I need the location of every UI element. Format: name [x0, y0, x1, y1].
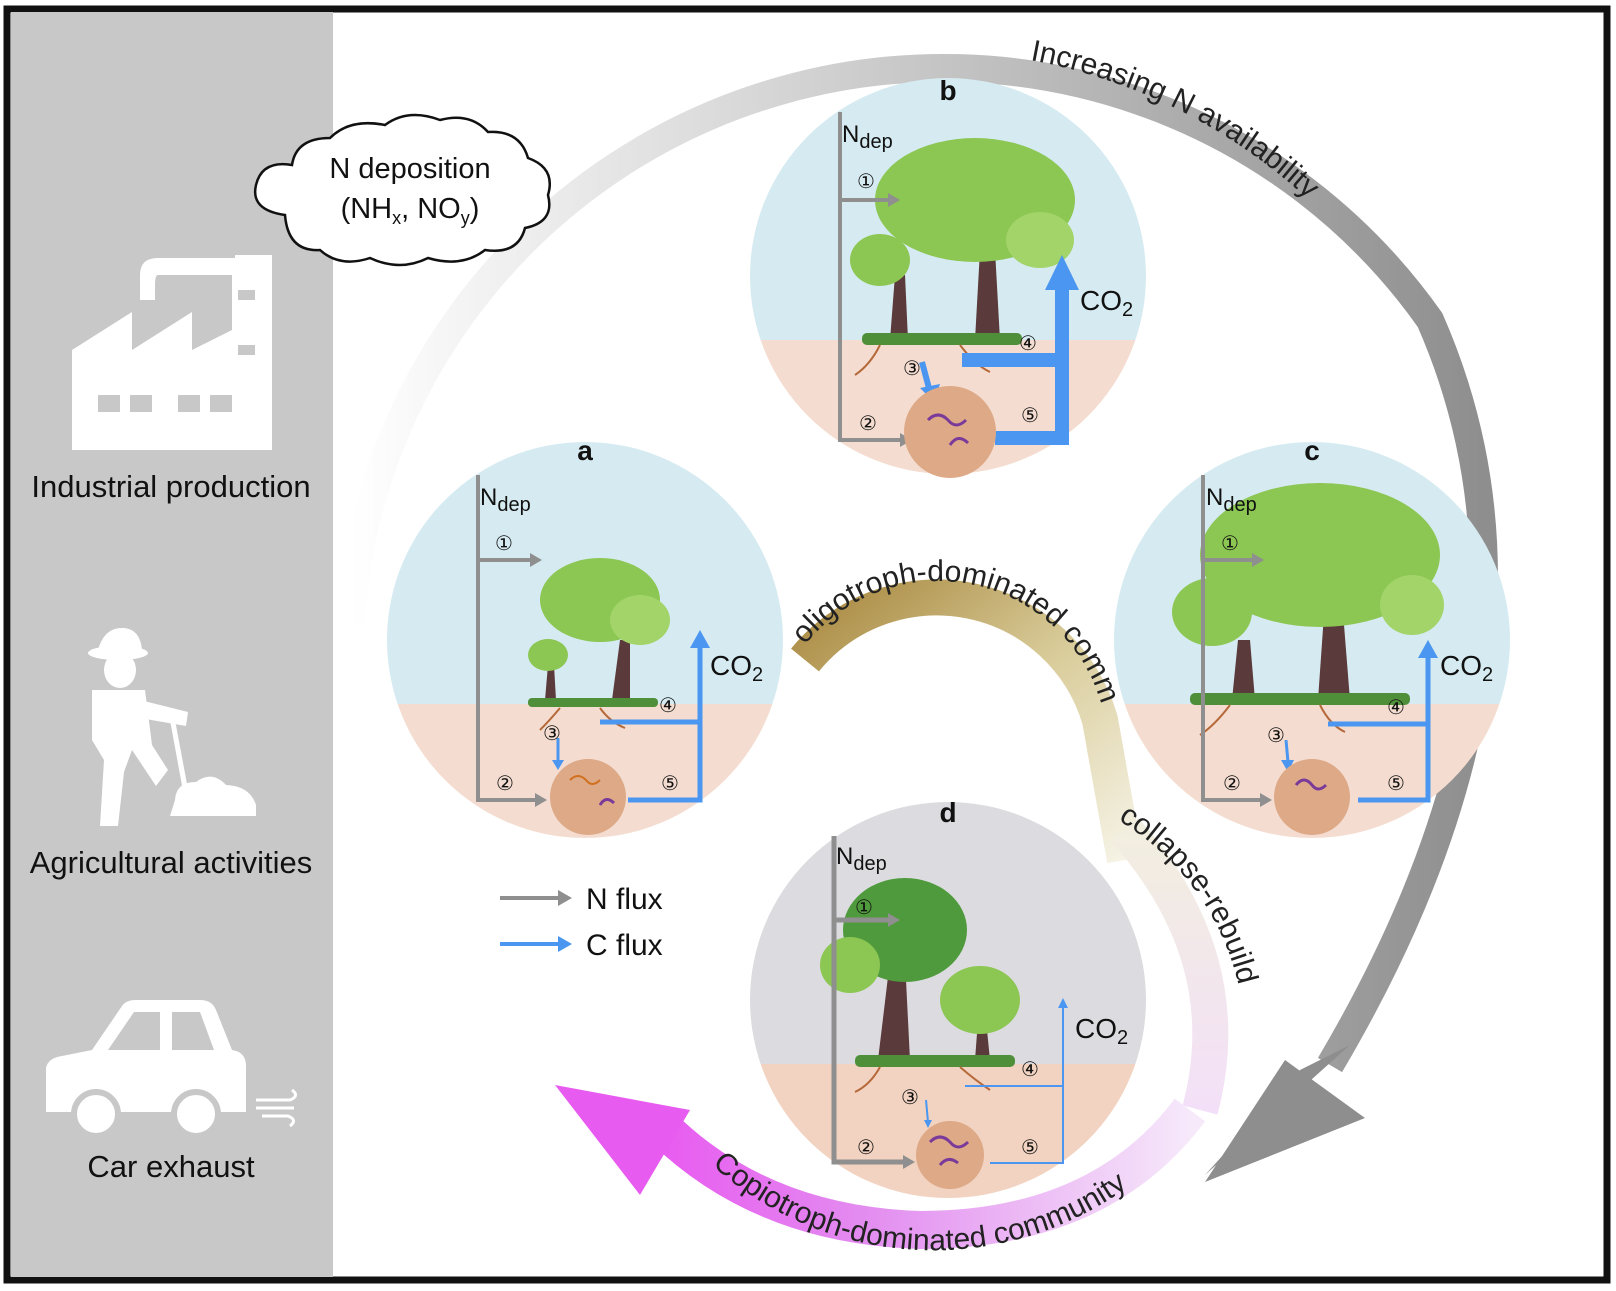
collapse-band	[1111, 818, 1229, 1115]
co2-label-a: CO2	[710, 650, 763, 686]
ndep-label-d: Ndep	[836, 843, 887, 875]
source-label-agricultural: Agricultural activities	[30, 845, 313, 880]
legend-n-flux: N flux	[586, 883, 663, 916]
oligotroph-band	[791, 579, 1143, 864]
step-3-c: ③	[1267, 725, 1285, 747]
step-3-d: ③	[901, 1087, 919, 1109]
step-5-b: ⑤	[1021, 405, 1039, 427]
n-deposition-cloud: N deposition (NHx, NOy)	[253, 113, 551, 267]
cloud-line-2: (NHx, NOy)	[341, 193, 480, 228]
trees-c	[1172, 483, 1444, 736]
step-3-a: ③	[543, 723, 561, 745]
co2-label-b: CO2	[1080, 285, 1133, 321]
step-4-a: ④	[659, 695, 677, 717]
step-1-a: ①	[495, 533, 513, 555]
copiotroph-band	[646, 1098, 1206, 1250]
car-icon	[46, 1000, 297, 1139]
copiotroph-arrowhead	[555, 1085, 690, 1195]
step-5-d: ⑤	[1021, 1137, 1039, 1159]
step-4-c: ④	[1387, 697, 1405, 719]
trees-d	[820, 878, 1020, 1093]
n-flux-trunk-a	[476, 475, 535, 802]
trees-a	[528, 558, 670, 731]
step-2-b: ②	[859, 413, 877, 435]
legend: N flux C flux	[500, 883, 663, 962]
step-4-b: ④	[1019, 333, 1037, 355]
co2-label-d: CO2	[1075, 1013, 1128, 1049]
step-1-c: ①	[1221, 533, 1239, 555]
panel-letter-c: c	[1304, 435, 1320, 466]
step-2-d: ②	[857, 1137, 875, 1159]
farmer-icon	[88, 628, 256, 826]
ndep-label-c: Ndep	[1206, 484, 1257, 516]
panel-letter-b: b	[939, 75, 956, 106]
co2-label-c: CO2	[1440, 650, 1493, 686]
legend-c-flux: C flux	[586, 929, 663, 962]
factory-icon	[72, 255, 272, 450]
step-4-d: ④	[1021, 1059, 1039, 1081]
step-5-a: ⑤	[661, 773, 679, 795]
step-5-c: ⑤	[1387, 773, 1405, 795]
source-label-car: Car exhaust	[87, 1149, 255, 1184]
trees-b	[850, 138, 1075, 376]
panel-letter-a: a	[577, 435, 593, 466]
ndep-label-a: Ndep	[480, 484, 531, 516]
panel-letter-d: d	[939, 797, 956, 828]
source-label-industrial: Industrial production	[31, 469, 310, 504]
step-3-b: ③	[903, 358, 921, 380]
step-1-d: ①	[855, 897, 873, 919]
ndep-label-b: Ndep	[842, 121, 893, 153]
cloud-line-1: N deposition	[329, 153, 490, 185]
step-2-a: ②	[496, 773, 514, 795]
step-2-c: ②	[1223, 773, 1241, 795]
step-1-b: ①	[857, 171, 875, 193]
